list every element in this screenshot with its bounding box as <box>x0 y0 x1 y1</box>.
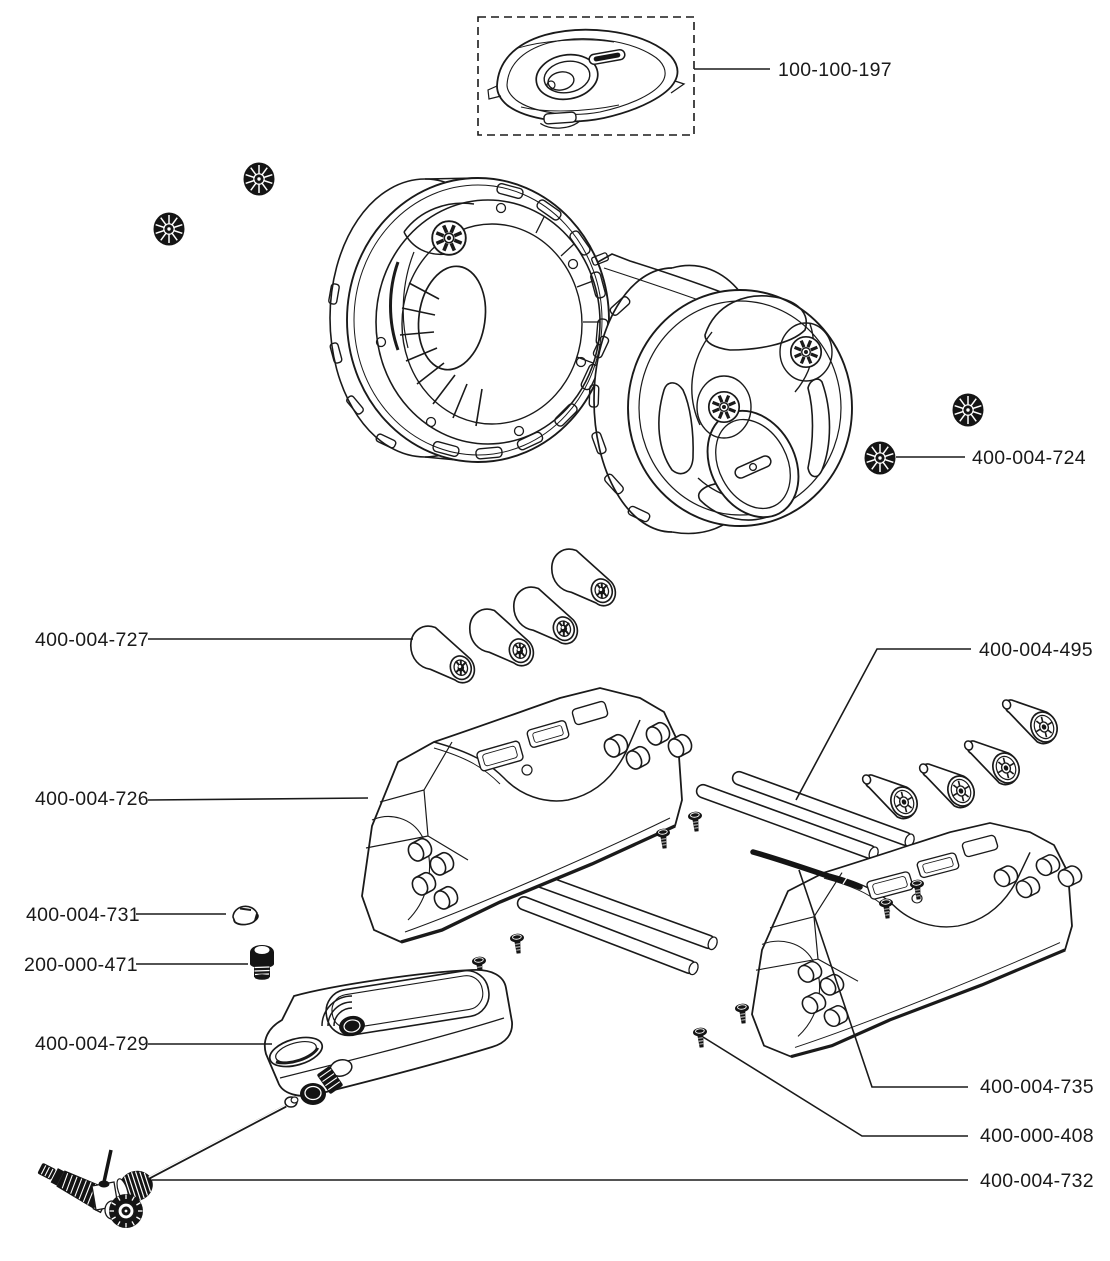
part-screw <box>509 932 527 955</box>
label-400-004-727: 400-004-727 <box>35 629 149 651</box>
part-cone <box>917 761 980 811</box>
part-cone <box>962 738 1025 788</box>
dashed-frame <box>477 16 695 136</box>
label-400-004-735: 400-004-735 <box>980 1076 1094 1098</box>
part-base-right <box>752 823 1085 1057</box>
part-cone <box>512 586 579 645</box>
label-400-004-729: 400-004-729 <box>35 1033 149 1055</box>
part-cap <box>232 905 259 926</box>
part-cones-right <box>860 697 1063 822</box>
label-400-004-731: 400-004-731 <box>26 904 140 926</box>
part-hubcap-1 <box>152 211 186 247</box>
part-wheel-right <box>588 252 853 535</box>
label-400-004-724: 400-004-724 <box>972 447 1086 469</box>
part-labels: 100-100-197 400-004-724 400-004-727 400-… <box>24 59 1094 1192</box>
part-screw <box>655 827 673 850</box>
label-400-000-408: 400-000-408 <box>980 1125 1094 1147</box>
part-plug <box>250 945 274 980</box>
label-400-004-726: 400-004-726 <box>35 788 149 810</box>
part-hubcap-2 <box>242 161 276 197</box>
part-screw <box>692 1026 710 1049</box>
part-cone <box>860 772 923 822</box>
part-hubcap-3 <box>951 392 985 428</box>
part-cone <box>1000 697 1063 747</box>
part-tank <box>263 969 513 1105</box>
part-screw <box>734 1002 752 1025</box>
part-sprayer <box>37 1096 299 1228</box>
part-cover-box <box>477 16 695 136</box>
label-400-004-732: 400-004-732 <box>980 1170 1094 1192</box>
label-400-004-495: 400-004-495 <box>979 639 1093 661</box>
label-100-100-197: 100-100-197 <box>778 59 892 81</box>
leader-400-000-408 <box>702 1036 968 1137</box>
leader-400-004-735 <box>798 869 968 1088</box>
part-cones-left <box>409 548 617 684</box>
leader-lines <box>136 68 971 1181</box>
part-wheel-left <box>328 177 610 463</box>
strip-highlight <box>842 875 849 885</box>
part-cone <box>409 625 476 684</box>
part-screw <box>687 810 705 833</box>
label-200-000-471: 200-000-471 <box>24 954 138 976</box>
part-strip <box>750 849 863 890</box>
part-cone <box>550 548 617 607</box>
part-hubcap-4 <box>863 440 897 476</box>
leader-400-004-726 <box>147 797 369 801</box>
part-rod <box>148 1104 287 1180</box>
leader-400-004-495 <box>795 648 971 801</box>
part-cover <box>487 28 686 129</box>
